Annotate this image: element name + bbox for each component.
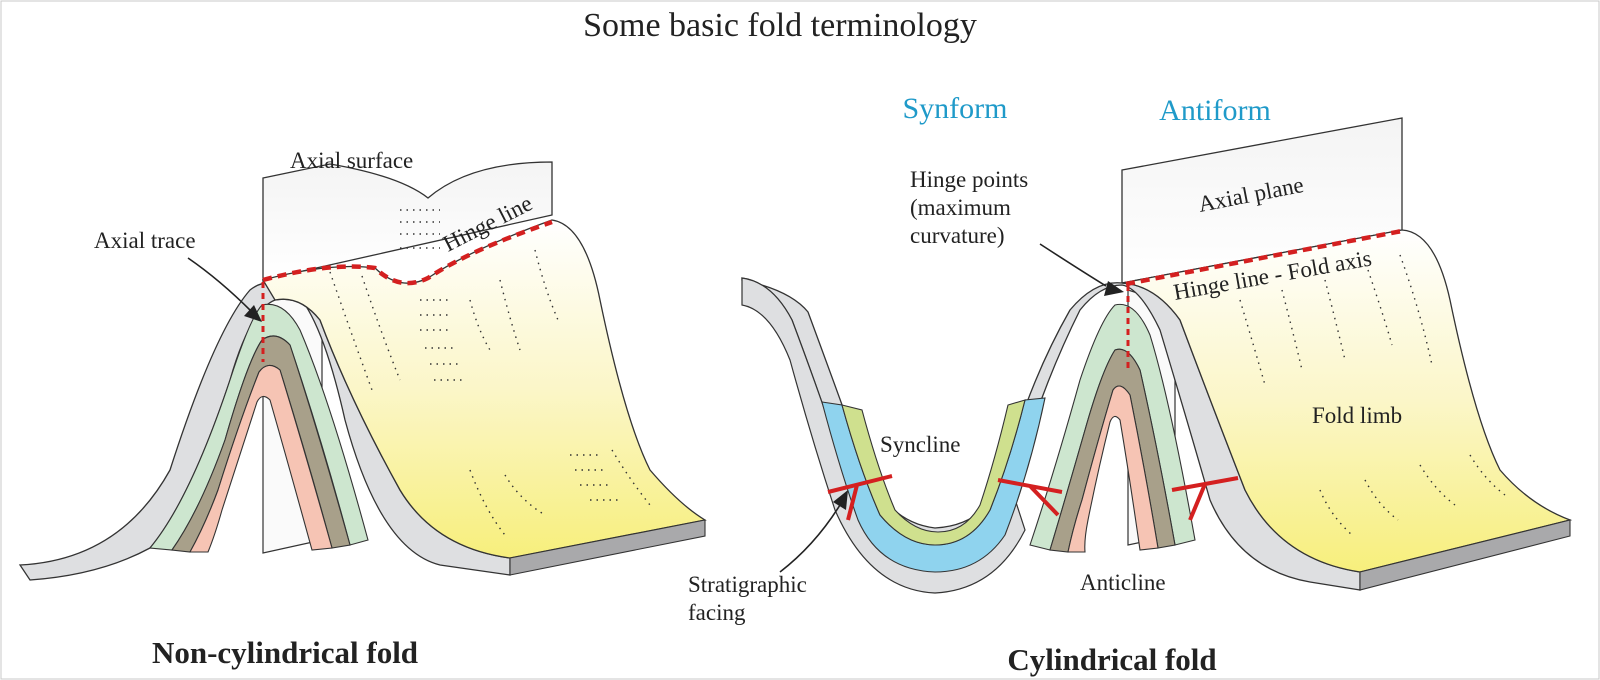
synform-label: Synform	[903, 92, 1008, 125]
hinge-line-left	[262, 219, 553, 286]
axial-trace-arrowhead	[244, 305, 262, 322]
axial-surface-label: Axial surface	[290, 148, 413, 173]
hinge-points-label-2: (maximum	[910, 195, 1011, 220]
facing-markers	[827, 474, 1239, 521]
dotted-form-lines-right	[1239, 254, 1506, 536]
fold-limb-label: Fold limb	[1312, 403, 1402, 428]
non-cylindrical-caption: Non-cylindrical fold	[152, 635, 418, 670]
stratigraphic-facing-label-1: Stratigraphic	[688, 572, 807, 597]
axial-trace-arrow	[187, 257, 253, 313]
hinge-line-right	[1125, 228, 1403, 287]
stratigraphic-facing-arrow	[779, 504, 841, 573]
antiform-label: Antiform	[1159, 94, 1271, 127]
axial-trace-label: Axial trace	[94, 228, 196, 253]
hinge-points-label-3: curvature)	[910, 223, 1005, 248]
non-cylindrical-fold-drawing	[18, 161, 707, 581]
syncline-label: Syncline	[880, 432, 961, 457]
limb-edge-left	[509, 519, 706, 576]
hinge-points-arrow	[1039, 243, 1107, 287]
layer-pink	[189, 364, 333, 553]
page-title: Some basic fold terminology	[583, 7, 977, 44]
syncline-olive-layer	[841, 399, 1026, 546]
cylindrical-caption: Cylindrical fold	[1007, 642, 1216, 677]
stratigraphic-facing-arrowhead	[833, 490, 848, 510]
hinge-points-label-1: Hinge points	[910, 167, 1028, 192]
cylindrical-fold-drawing	[741, 117, 1573, 594]
limb-edge-right	[1359, 519, 1571, 591]
anticline-pink	[1067, 385, 1159, 553]
anticline-label: Anticline	[1080, 570, 1166, 595]
stratigraphic-facing-label-2: facing	[688, 600, 746, 625]
axial-surface-plane	[262, 161, 553, 281]
dotted-form-lines-left	[329, 209, 651, 536]
hinge-points-arrowhead	[1104, 281, 1124, 296]
